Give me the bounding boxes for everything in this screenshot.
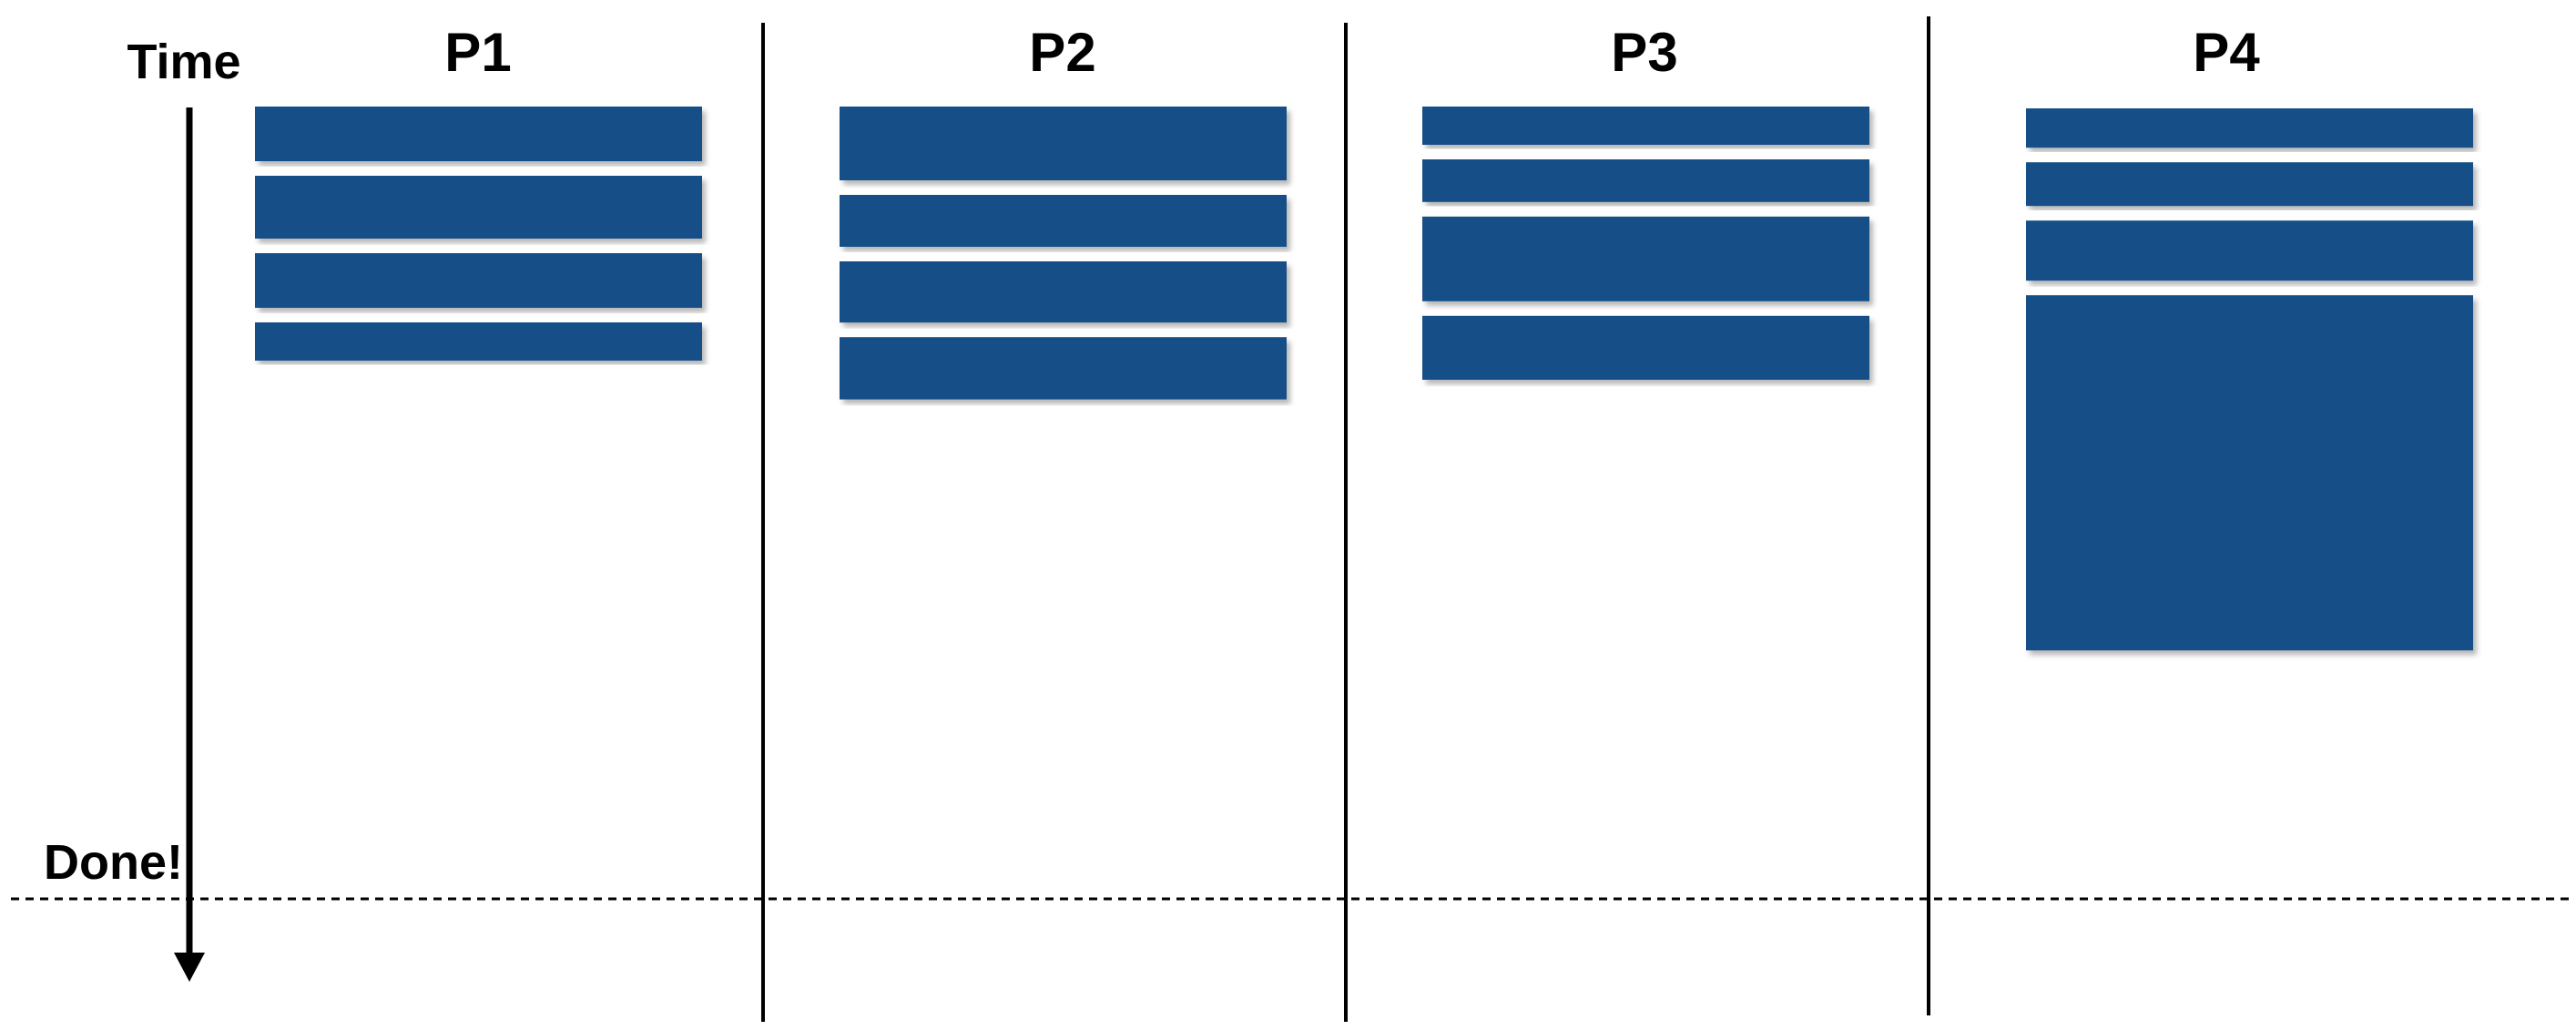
processor-label-p4: P4 [2193,22,2260,83]
processor-label-p2: P2 [1029,22,1095,83]
task-block-p3-3 [1422,216,1869,301]
time-axis-arrow [174,107,205,982]
task-block-p1-4 [255,322,702,361]
processor-label-p1: P1 [444,22,511,83]
task-block-p3-4 [1422,315,1869,380]
task-block-p4-3 [2026,220,2473,281]
done-label: Done! [44,835,183,890]
task-block-p2-1 [840,107,1287,180]
task-block-p4-4 [2026,295,2473,651]
task-block-p4-2 [2026,162,2473,207]
task-block-p1-3 [255,253,702,308]
task-block-p2-3 [840,261,1287,323]
task-block-p2-4 [840,337,1287,400]
processor-label-p3: P3 [1611,22,1677,83]
task-block-p3-2 [1422,159,1869,202]
task-block-p3-1 [1422,107,1869,145]
task-blocks [255,107,2473,651]
task-block-p2-2 [840,195,1287,247]
task-block-p1-1 [255,107,702,161]
task-block-p4-1 [2026,108,2473,148]
task-block-p1-2 [255,176,702,239]
time-axis-label: Time [127,35,240,89]
